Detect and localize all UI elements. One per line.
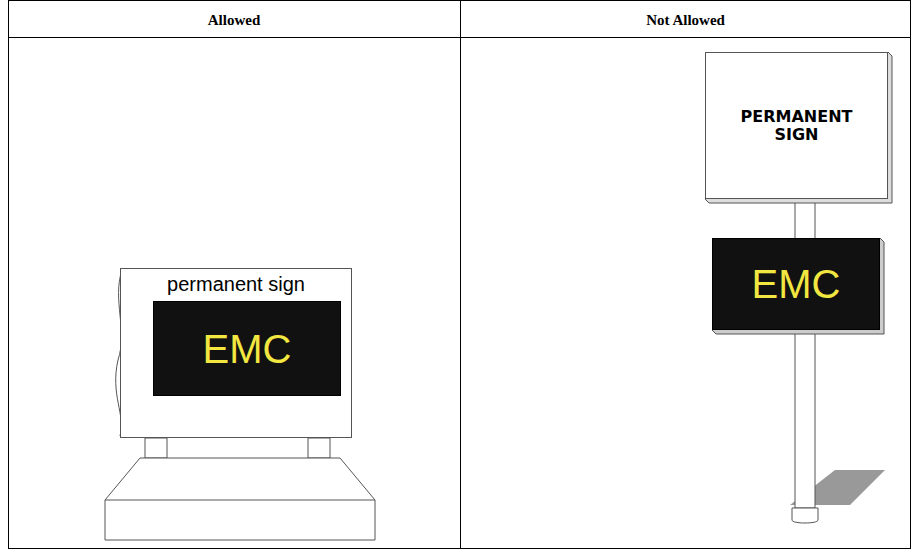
table-rule bbox=[8, 37, 910, 38]
sign-text: EMC bbox=[203, 327, 292, 371]
permanent-sign-panel: PERMANENT SIGN bbox=[705, 52, 888, 199]
pole-sign bbox=[705, 52, 892, 523]
permanent-sign-panel: permanent signEMC bbox=[120, 268, 352, 438]
sign-text: permanent sign bbox=[167, 273, 305, 295]
column-header: Not Allowed bbox=[461, 8, 910, 32]
emc-display: EMC bbox=[712, 238, 880, 330]
table-rule bbox=[460, 0, 461, 548]
sign-text: PERMANENT SIGN bbox=[737, 108, 857, 143]
column-header: Allowed bbox=[8, 8, 460, 32]
emc-display: EMC bbox=[153, 301, 341, 396]
sign-text: EMC bbox=[752, 262, 841, 306]
table-frame bbox=[9, 1, 911, 549]
